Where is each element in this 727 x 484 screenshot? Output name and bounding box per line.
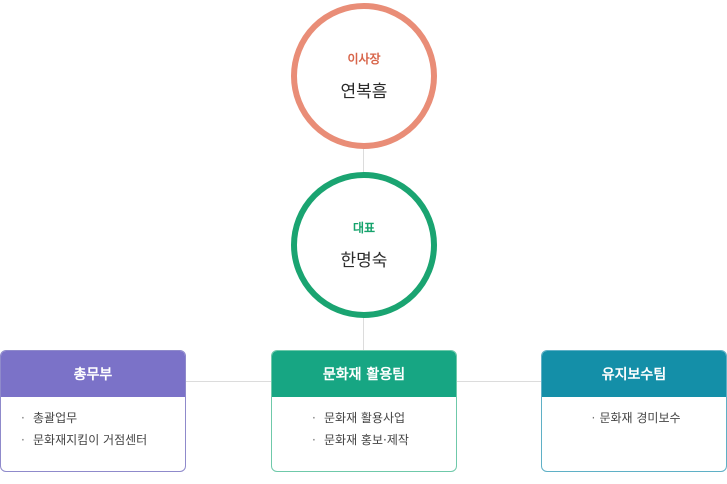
dept-duty-item: ·문화재 경미보수 bbox=[542, 407, 726, 429]
dept-duty-item: · 문화재 홍보·제작 bbox=[312, 429, 456, 451]
ceo-node: 대표 한명숙 bbox=[291, 172, 437, 318]
connector-left-branch bbox=[186, 381, 271, 382]
bullet-icon: · bbox=[21, 411, 25, 425]
bullet-icon: · bbox=[591, 411, 596, 425]
dept-heritage-utilization: 문화재 활용팀 · 문화재 활용사업 · 문화재 홍보·제작 bbox=[271, 350, 457, 472]
dept-duty-item: · 총괄업무 bbox=[21, 407, 185, 429]
chairman-name: 연복흠 bbox=[340, 82, 388, 102]
bullet-icon: · bbox=[312, 433, 316, 447]
ceo-role: 대표 bbox=[352, 221, 376, 235]
duty-label: 문화재 활용사업 bbox=[324, 411, 406, 425]
dept-title: 유지보수팀 bbox=[542, 351, 726, 397]
duty-label: 총괄업무 bbox=[33, 411, 78, 425]
bullet-icon: · bbox=[312, 411, 316, 425]
dept-title: 총무부 bbox=[1, 351, 185, 397]
dept-duty-list: ·문화재 경미보수 bbox=[542, 397, 726, 429]
connector-ceo-depts bbox=[363, 318, 364, 350]
dept-duty-list: · 총괄업무 · 문화재지킴이 거점센터 bbox=[1, 397, 185, 451]
dept-maintenance: 유지보수팀 ·문화재 경미보수 bbox=[541, 350, 727, 472]
dept-duty-item: · 문화재지킴이 거점센터 bbox=[21, 429, 185, 451]
dept-duty-item: · 문화재 활용사업 bbox=[312, 407, 456, 429]
bullet-icon: · bbox=[21, 433, 25, 447]
dept-title: 문화재 활용팀 bbox=[272, 351, 456, 397]
dept-general-affairs: 총무부 · 총괄업무 · 문화재지킴이 거점센터 bbox=[0, 350, 186, 472]
duty-label: 문화재 경미보수 bbox=[599, 411, 681, 425]
ceo-name: 한명숙 bbox=[340, 251, 388, 271]
duty-label: 문화재지킴이 거점센터 bbox=[33, 433, 148, 447]
chairman-node: 이사장 연복흠 bbox=[291, 3, 437, 149]
chairman-role: 이사장 bbox=[347, 52, 381, 66]
dept-duty-list: · 문화재 활용사업 · 문화재 홍보·제작 bbox=[272, 397, 456, 451]
connector-right-branch bbox=[457, 381, 541, 382]
duty-label: 문화재 홍보·제작 bbox=[324, 433, 409, 447]
connector-chair-ceo bbox=[363, 149, 364, 172]
